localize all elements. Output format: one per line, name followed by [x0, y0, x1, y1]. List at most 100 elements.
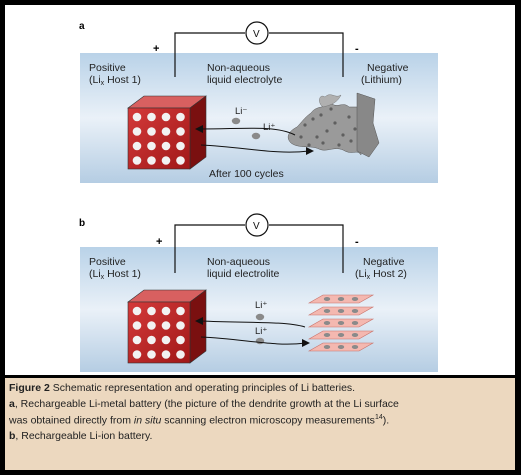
dendrite-speck — [299, 135, 303, 139]
host-lattice-site — [176, 156, 185, 165]
host-lattice-site — [176, 350, 185, 359]
host-lattice-site — [132, 350, 142, 359]
battery-schematic: a V + - Positive (Lix Host 1) Non-aqueou… — [79, 21, 438, 372]
intercalated-li-ion — [351, 333, 359, 337]
figure-panels: a V + - Positive (Lix Host 1) Non-aqueou… — [5, 5, 515, 375]
host-lattice-site — [147, 141, 156, 151]
dendrite-speck — [329, 107, 333, 111]
host-lattice-site — [132, 335, 142, 345]
panel-b-electrolyte-line1: Non-aqueous — [207, 256, 270, 268]
figure-caption: Figure 2 Schematic representation and op… — [5, 378, 515, 470]
panel-a-arrowhead-left — [195, 125, 203, 133]
host-lattice-site — [161, 127, 171, 136]
intercalated-li-ion — [337, 345, 345, 349]
panel-a-plus: + — [153, 43, 159, 55]
panel-b-wire-left — [174, 224, 245, 273]
panel-a-positive-title: Positive — [89, 62, 126, 74]
host-lattice-site — [132, 141, 142, 151]
panel-a-wire-right — [269, 32, 344, 77]
panel-a-voltmeter-label: V — [253, 29, 260, 40]
host-lattice-site — [176, 112, 185, 122]
panel-a-ion-top — [231, 117, 241, 125]
caption-line-2: a, Rechargeable Li-metal battery (the pi… — [9, 398, 399, 410]
dendrite-speck — [311, 117, 315, 121]
host-lattice-site — [132, 127, 142, 136]
intercalated-li-ion — [323, 309, 331, 313]
panel-a-negative-title: Negative — [367, 62, 409, 74]
panel-a-ion-bottom — [251, 132, 261, 140]
panel-b-electrolyte-line2: liquid electrolite — [207, 268, 280, 280]
dendrite-speck — [315, 135, 319, 139]
panel-b-negative-subtitle: (Lix Host 2) — [355, 268, 407, 281]
dendrite-speck — [349, 139, 353, 143]
host-lattice-site — [132, 156, 142, 165]
panel-b-minus: - — [355, 236, 359, 248]
panel-b-ion-label-top: Li⁺ — [255, 300, 267, 311]
dendrite-speck — [337, 143, 341, 147]
dendrite-speck — [319, 113, 323, 117]
host-lattice-site — [176, 306, 185, 316]
dendrite-speck — [325, 129, 329, 133]
panel-b-arrowhead-right — [302, 339, 310, 347]
panel-b-voltmeter-icon — [245, 213, 269, 237]
intercalated-li-ion — [351, 345, 359, 349]
intercalated-li-ion — [351, 321, 359, 325]
host-lattice-site — [132, 112, 142, 122]
host-lattice-site — [161, 335, 171, 345]
panel-a-wire-left — [174, 32, 245, 77]
panel-a-letter: a — [79, 21, 85, 32]
host-lattice-site — [147, 127, 156, 136]
panel-b-positive-subtitle: (Lix Host 1) — [89, 268, 141, 281]
dendrite-speck — [333, 121, 337, 125]
panel-b-ion-label-bottom: Li⁺ — [255, 326, 267, 337]
dendrite-speck — [321, 141, 325, 145]
panel-a-voltmeter-icon — [245, 21, 269, 45]
panel-b-layered-host — [307, 294, 375, 352]
host-lattice-site — [161, 306, 171, 316]
host-lattice-site — [132, 321, 142, 330]
host-lattice-site — [161, 321, 171, 330]
panel-a-host-cube — [127, 95, 207, 170]
panel-b-plus: + — [156, 236, 162, 248]
caption-line-3: was obtained directly from in situ scann… — [9, 414, 390, 427]
host-lattice-site — [147, 112, 156, 122]
panel-b-voltmeter-label: V — [253, 221, 260, 232]
host-lattice-site — [161, 156, 171, 165]
dendrite-speck — [341, 133, 345, 137]
host-lattice-site — [147, 335, 156, 345]
intercalated-li-ion — [323, 333, 331, 337]
panel-a-negative-subtitle: (Lithium) — [361, 74, 402, 86]
intercalated-li-ion — [351, 297, 359, 301]
intercalated-li-ion — [337, 309, 345, 313]
host-lattice-site — [132, 306, 142, 316]
host-lattice-site — [147, 321, 156, 330]
panel-a-minus: - — [355, 43, 359, 55]
host-lattice-site — [176, 321, 185, 330]
dendrite-speck — [303, 123, 307, 127]
panel-b-ion-top — [255, 313, 265, 321]
host-lattice-site — [176, 141, 185, 151]
host-lattice-site — [161, 141, 171, 151]
panel-b-ion-bottom — [255, 337, 265, 345]
intercalated-li-ion — [337, 333, 345, 337]
panel-b-negative-title: Negative — [363, 256, 405, 268]
panel-a-lithium-dendrite — [287, 92, 380, 158]
panel-a-ion-arrows — [200, 127, 310, 153]
panel-a-ion-label-bottom: Li⁺ — [263, 122, 275, 133]
host-lattice-site — [161, 350, 171, 359]
panel-a-electrolyte-line2: liquid electrolyte — [207, 74, 282, 86]
panel-b-letter: b — [79, 218, 85, 229]
host-lattice-site — [161, 112, 171, 122]
intercalated-li-ion — [323, 345, 331, 349]
dendrite-speck — [307, 143, 311, 147]
panel-a-ion-label-top: Li⁻ — [235, 106, 247, 117]
host-lattice-site — [147, 156, 156, 165]
intercalated-li-ion — [323, 297, 331, 301]
host-lattice-site — [176, 127, 185, 136]
panel-a-cycles-note: After 100 cycles — [209, 168, 284, 180]
panel-b-ion-arrows — [200, 320, 306, 345]
intercalated-li-ion — [337, 297, 345, 301]
panel-b: b V + - Positive (Lix Host 1) Non-aqueou… — [79, 213, 438, 372]
caption-line-1: Figure 2 Schematic representation and op… — [9, 382, 356, 394]
